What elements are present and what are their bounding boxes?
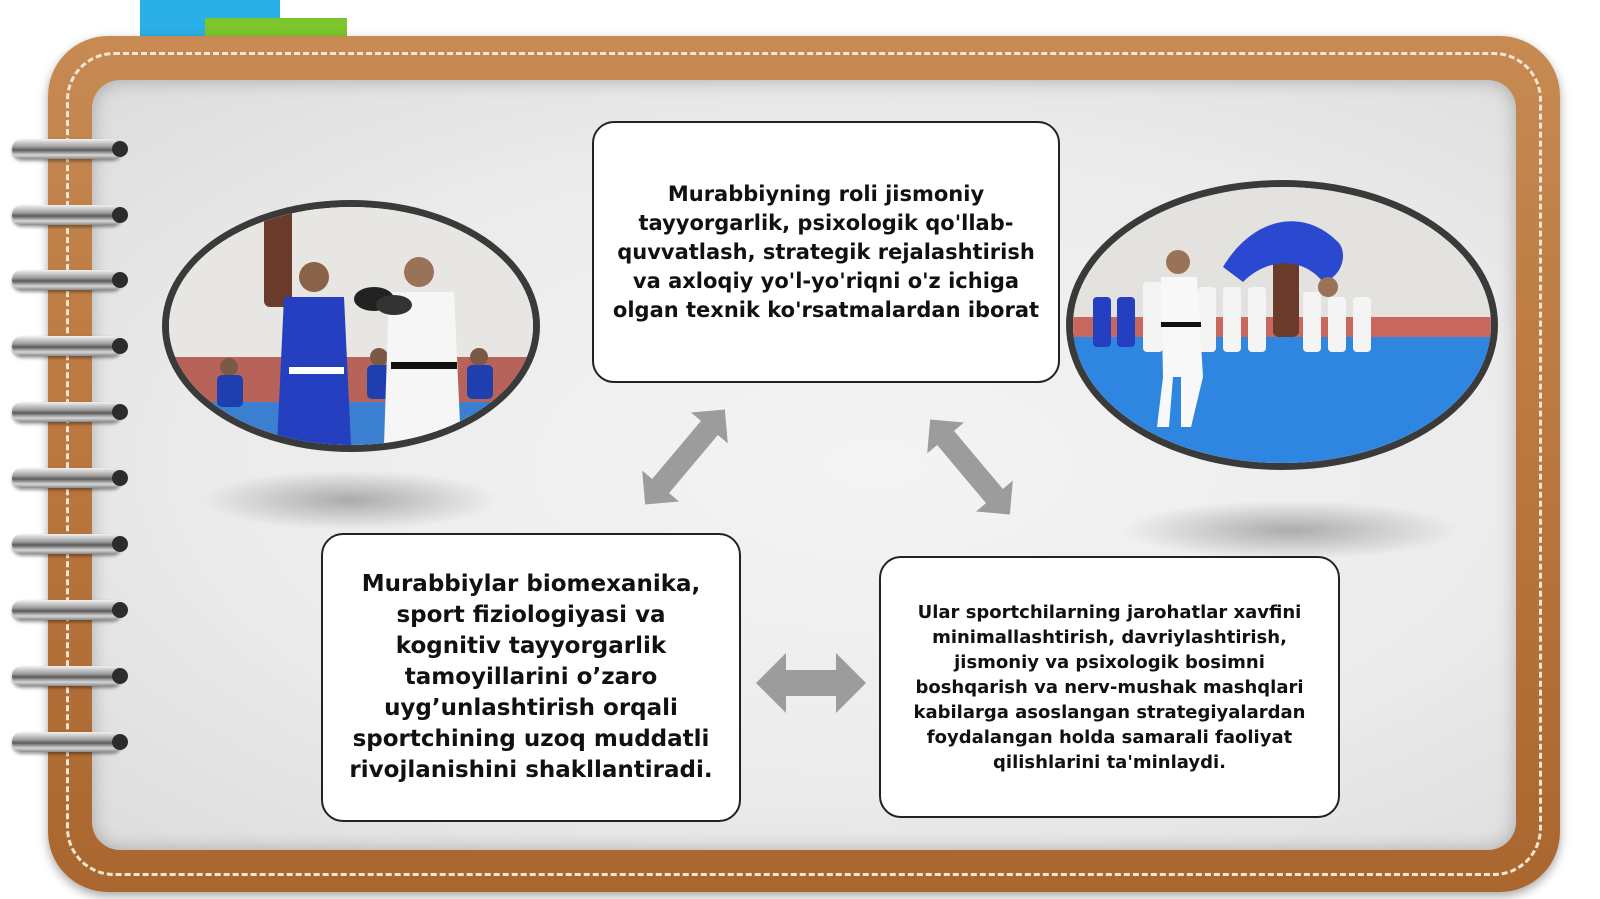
throw-scene: [1073, 187, 1491, 463]
spiral-ring-icon: [12, 468, 128, 488]
training-scene: [169, 207, 533, 445]
spiral-ring-icon: [12, 534, 128, 554]
spiral-ring-icon: [12, 402, 128, 422]
text-box-bottom-left: Murabbiylar biomexanika, sport fiziologi…: [321, 533, 741, 822]
spiral-ring-icon: [12, 205, 128, 225]
spiral-ring-icon: [12, 336, 128, 356]
spiral-ring-icon: [12, 139, 128, 159]
photo-shadow-left: [200, 470, 500, 530]
spiral-ring-icon: [12, 666, 128, 686]
double-arrow-icon: [642, 409, 728, 505]
spiral-ring-icon: [12, 270, 128, 290]
double-arrow-icon: [756, 653, 866, 713]
photo-shadow-right: [1120, 500, 1460, 560]
double-arrow-icon: [927, 419, 1013, 515]
photo-training-pads: [162, 200, 540, 452]
text-box-top: Murabbiyning roli jismoniy tayyorgarlik,…: [592, 121, 1060, 383]
photo-throw-technique: [1066, 180, 1498, 470]
spiral-ring-icon: [12, 732, 128, 752]
coach-role-text: Murabbiyning roli jismoniy tayyorgarlik,…: [612, 181, 1040, 322]
cover-stitching: [66, 52, 1542, 876]
coach-strategy-text: Ular sportchilarning jarohatlar xavfini …: [913, 601, 1306, 773]
spiral-ring-icon: [12, 600, 128, 620]
coach-development-text: Murabbiylar biomexanika, sport fiziologi…: [349, 571, 713, 783]
text-box-bottom-right: Ular sportchilarning jarohatlar xavfini …: [879, 556, 1340, 818]
